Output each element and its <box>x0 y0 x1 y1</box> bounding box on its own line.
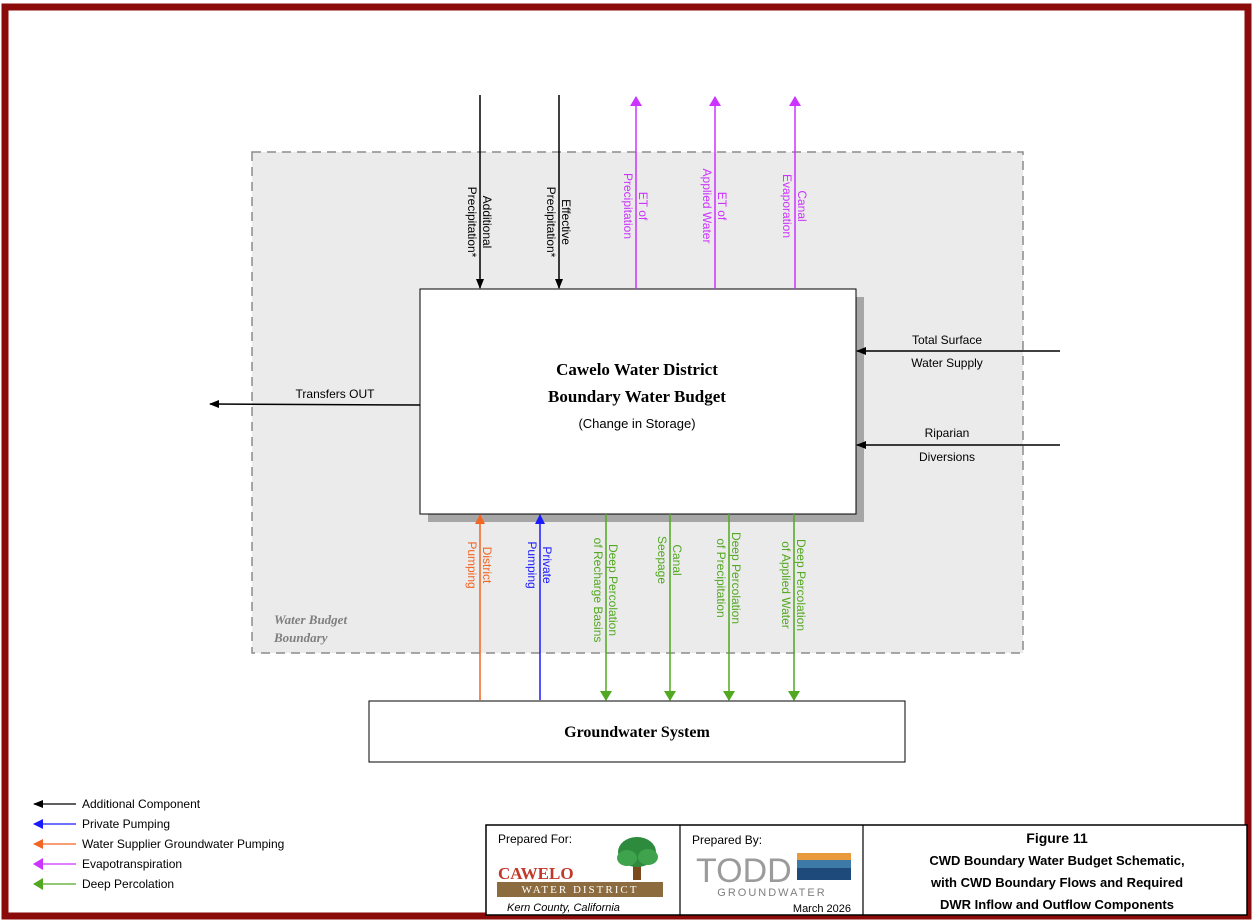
svg-text:Deep Percolation: Deep Percolation <box>606 544 620 636</box>
svg-text:of Recharge Basins: of Recharge Basins <box>591 538 605 643</box>
cawelo-logo-subtext: WATER DISTRICT <box>522 884 639 896</box>
boundary-label-line2: Boundary <box>273 630 328 645</box>
county-label: Kern County, California <box>507 902 620 914</box>
figure-number: Figure 11 <box>1026 830 1088 846</box>
svg-text:Additional: Additional <box>480 196 494 249</box>
svg-text:District: District <box>480 547 494 584</box>
todd-logo-graphic <box>797 853 851 880</box>
transfers-out-arrow <box>209 400 421 409</box>
figure-title-line3: DWR Inflow and Outflow Components <box>940 897 1174 912</box>
report-date: March 2026 <box>793 903 851 915</box>
cawelo-logo-text: CAWELO <box>498 864 574 883</box>
svg-text:Pumping: Pumping <box>525 541 539 588</box>
central-title-line1: Cawelo Water District <box>556 360 718 379</box>
figure-title-line1: CWD Boundary Water Budget Schematic, <box>929 853 1184 868</box>
riparian-diversions-label-1: Riparian <box>925 426 970 440</box>
legend-item-evapotranspiration: Evapotranspiration <box>33 857 182 871</box>
central-title-line2: Boundary Water Budget <box>548 387 726 406</box>
svg-text:of Precipitation: of Precipitation <box>714 538 728 617</box>
riparian-diversions-label-2: Diversions <box>919 450 975 464</box>
svg-text:Evaporation: Evaporation <box>780 174 794 238</box>
legend-item-deep-percolation: Deep Percolation <box>33 877 174 891</box>
prepared-by-label: Prepared By: <box>692 833 762 847</box>
canal-seepage-label: Canal Seepage <box>655 536 684 584</box>
svg-text:Additional Component: Additional Component <box>82 797 201 811</box>
legend-item-private-pumping: Private Pumping <box>33 817 170 831</box>
svg-text:Canal: Canal <box>670 544 684 575</box>
svg-text:ET of: ET of <box>715 192 729 221</box>
svg-text:Effective: Effective <box>559 199 573 245</box>
svg-text:Deep Percolation: Deep Percolation <box>729 532 743 624</box>
groundwater-system-box <box>368 700 906 763</box>
deep-perc-applied-label: Deep Percolation of Applied Water <box>779 539 808 631</box>
todd-logo-subtext: GROUNDWATER <box>717 887 826 899</box>
district-pumping-label: District Pumping <box>465 541 494 588</box>
page-frame <box>1 3 1252 920</box>
legend-item-additional: Additional Component <box>33 797 201 811</box>
boundary-label-line1: Water Budget <box>274 612 347 627</box>
svg-text:of Applied Water: of Applied Water <box>779 541 793 629</box>
svg-text:Canal: Canal <box>795 190 809 221</box>
todd-logo-text: TODD <box>696 852 792 890</box>
svg-text:Evapotranspiration: Evapotranspiration <box>82 857 182 871</box>
total-surface-water-label-2: Water Supply <box>911 356 983 370</box>
legend-item-supplier-pumping: Water Supplier Groundwater Pumping <box>33 837 284 851</box>
total-surface-water-label-1: Total Surface <box>912 333 982 347</box>
svg-text:Precipitation: Precipitation <box>621 173 635 239</box>
cawelo-logo-band <box>497 882 663 897</box>
svg-text:Precipitation*: Precipitation* <box>465 187 479 258</box>
figure-title-line2: with CWD Boundary Flows and Required <box>930 875 1183 890</box>
prepared-for-label: Prepared For: <box>498 832 572 846</box>
deep-perc-recharge-label: Deep Percolation of Recharge Basins <box>591 538 620 643</box>
private-pumping-label: Private Pumping <box>525 541 554 588</box>
svg-text:ET of: ET of <box>636 192 650 221</box>
groundwater-system-label: Groundwater System <box>564 724 710 741</box>
svg-text:Deep Percolation: Deep Percolation <box>794 539 808 631</box>
title-block: Prepared For: CAWELO WATER DISTRICT Kern… <box>485 824 1248 916</box>
svg-text:Seepage: Seepage <box>655 536 669 584</box>
cawelo-tree-icon <box>617 837 658 880</box>
svg-text:Deep Percolation: Deep Percolation <box>82 877 174 891</box>
et-applied-water-label: ET of Applied Water <box>700 169 729 244</box>
svg-text:Water Supplier Groundwater Pum: Water Supplier Groundwater Pumping <box>82 837 284 851</box>
central-subtitle: (Change in Storage) <box>578 416 695 431</box>
svg-text:Private: Private <box>540 546 554 584</box>
canal-evaporation-label: Canal Evaporation <box>780 174 809 238</box>
additional-precipitation-label: Additional Precipitation* <box>465 187 494 258</box>
legend: Additional Component Private Pumping Wat… <box>33 797 284 891</box>
deep-perc-precip-label: Deep Percolation of Precipitation <box>714 532 743 624</box>
et-precipitation-label: ET of Precipitation <box>621 173 650 239</box>
transfers-out-label: Transfers OUT <box>296 387 376 401</box>
effective-precipitation-label: Effective Precipitation* <box>544 187 573 258</box>
central-budget-box <box>419 288 857 515</box>
svg-text:Pumping: Pumping <box>465 541 479 588</box>
svg-text:Private Pumping: Private Pumping <box>82 817 170 831</box>
svg-text:Precipitation*: Precipitation* <box>544 187 558 258</box>
svg-text:Applied Water: Applied Water <box>700 169 714 244</box>
